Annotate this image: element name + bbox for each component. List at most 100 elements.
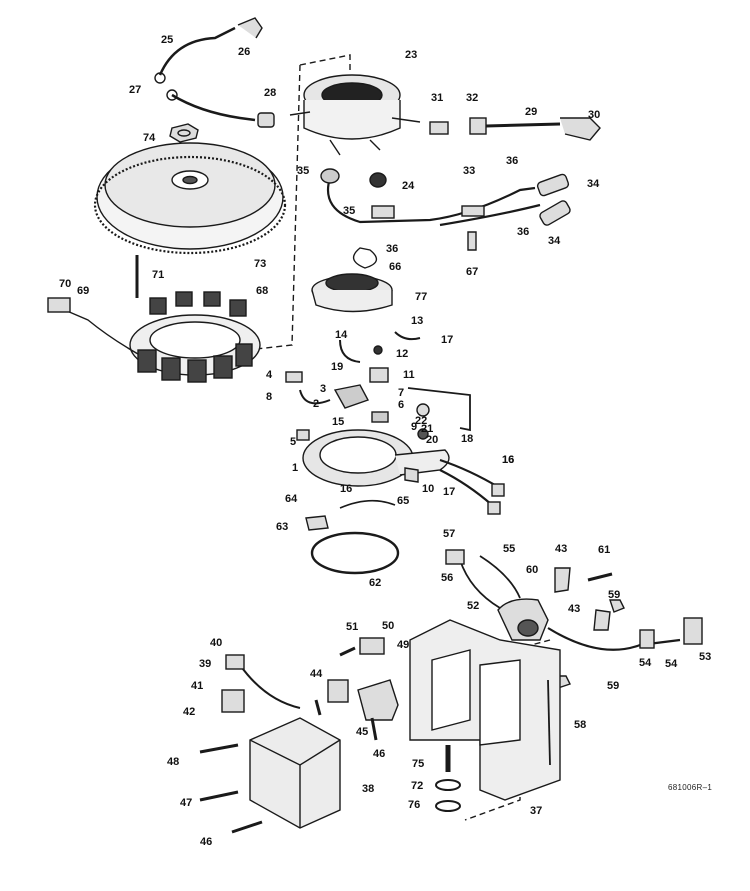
spark-plug-boot-part: [237, 17, 263, 39]
flywheel-part: [93, 142, 287, 255]
callout-label: 16: [502, 454, 515, 466]
callout-label: 57: [443, 528, 456, 540]
callout-label: 6: [398, 399, 405, 411]
callout-label: 27: [129, 84, 142, 96]
stator-lead-wire: [59, 307, 139, 355]
retaining-ring-62-part: [310, 531, 400, 575]
callout-label: 60: [526, 564, 539, 576]
callout-label: 39: [199, 658, 212, 670]
coil-lead-wire: [326, 177, 536, 224]
callout-label: 36: [386, 243, 399, 255]
callout-label: 51: [346, 621, 359, 633]
callout-label: 46: [200, 836, 213, 848]
ground-strap-part: [547, 679, 551, 766]
callout-label: 24: [402, 180, 415, 192]
callout-label: 50: [382, 620, 395, 632]
stator-part: [129, 291, 261, 383]
callout-label: 69: [77, 285, 90, 297]
callout-label: 10: [422, 483, 435, 495]
callout-label: 21: [421, 423, 434, 435]
callout-label: 71: [152, 269, 165, 281]
callout-label: 22: [415, 415, 428, 427]
callout-label: 41: [191, 680, 204, 692]
callout-label: 35: [297, 165, 310, 177]
callout-label: 61: [598, 544, 611, 556]
callout-label: 54: [665, 658, 678, 670]
callout-label: 5: [290, 436, 297, 448]
callout-label: 25: [161, 34, 174, 46]
callout-label: 55: [503, 543, 516, 555]
callout-label: 58: [574, 719, 587, 731]
drawing-code: 681006R–1: [668, 783, 713, 792]
callout-label: 59: [608, 589, 621, 601]
callout-label: 64: [285, 493, 298, 505]
callout-label: 33: [463, 165, 476, 177]
callout-label: 42: [183, 706, 196, 718]
callout-label: 47: [180, 797, 193, 809]
high-tension-lead-wire: [158, 26, 236, 76]
callout-label: 17: [443, 486, 456, 498]
callout-label: 14: [335, 329, 348, 341]
callout-label: 19: [331, 361, 344, 373]
flywheel-nut-part: [169, 123, 199, 143]
spark-plug-lead-part: [429, 117, 601, 141]
power-pack-part: [249, 717, 341, 829]
callout-label: 17: [441, 334, 454, 346]
callout-label: 48: [167, 756, 180, 768]
mounting-bracket-part: [409, 619, 561, 801]
callout-label: 26: [238, 46, 251, 58]
callout-label: 30: [588, 109, 601, 121]
callout-label: 43: [568, 603, 581, 615]
callout-label: 54: [639, 657, 652, 669]
callout-label: 62: [369, 577, 382, 589]
callout-label: 77: [415, 291, 428, 303]
callout-label: 45: [356, 726, 369, 738]
retaining-ring-part: [352, 247, 378, 269]
terminal-part: [257, 112, 275, 128]
callout-label: 74: [143, 132, 156, 144]
lead-wire-lower: [171, 93, 256, 122]
callout-label: 44: [310, 668, 323, 680]
callout-label: 3: [320, 383, 327, 395]
callout-label: 43: [555, 543, 568, 555]
callout-label: 31: [431, 92, 444, 104]
callout-label: 56: [441, 572, 454, 584]
callout-label: 16: [502, 454, 515, 466]
clip-part: [467, 231, 477, 251]
link-rod-part: [407, 387, 471, 432]
rotor-part: [311, 273, 393, 313]
callout-label: 9: [411, 421, 418, 433]
adapter-part: [357, 679, 399, 721]
cap-screw-part: [369, 172, 387, 188]
callout-label: 29: [525, 106, 538, 118]
stator-connector-part: [47, 297, 71, 313]
callout-label: 8: [266, 391, 273, 403]
callout-label: 16: [340, 483, 353, 495]
callout-label: 28: [264, 87, 277, 99]
callout-label: 46: [373, 748, 386, 760]
callout-label: 40: [210, 637, 223, 649]
callout-label: 72: [411, 780, 424, 792]
callout-label: 4: [266, 369, 273, 381]
callout-label: 18: [461, 433, 474, 445]
callout-label: 34: [548, 235, 561, 247]
callout-label: 38: [362, 783, 375, 795]
callout-label: 67: [466, 266, 479, 278]
callout-label: 76: [408, 799, 421, 811]
callout-label: 49: [397, 639, 410, 651]
callout-label: 12: [396, 348, 409, 360]
ignition-coil-part: [497, 598, 549, 641]
callout-label: 32: [466, 92, 479, 104]
callout-label: 7: [398, 387, 405, 399]
callout-label: 68: [256, 285, 269, 297]
bracket-boundary-dashed: [464, 639, 551, 821]
distributor-cap-part: [289, 74, 421, 156]
callout-label: 2: [313, 398, 320, 410]
callout-label: 1: [292, 462, 299, 474]
callout-label: 63: [276, 521, 289, 533]
callout-label: 75: [412, 758, 425, 770]
callout-label: 70: [59, 278, 72, 290]
sensor-coil-part: [333, 384, 370, 409]
